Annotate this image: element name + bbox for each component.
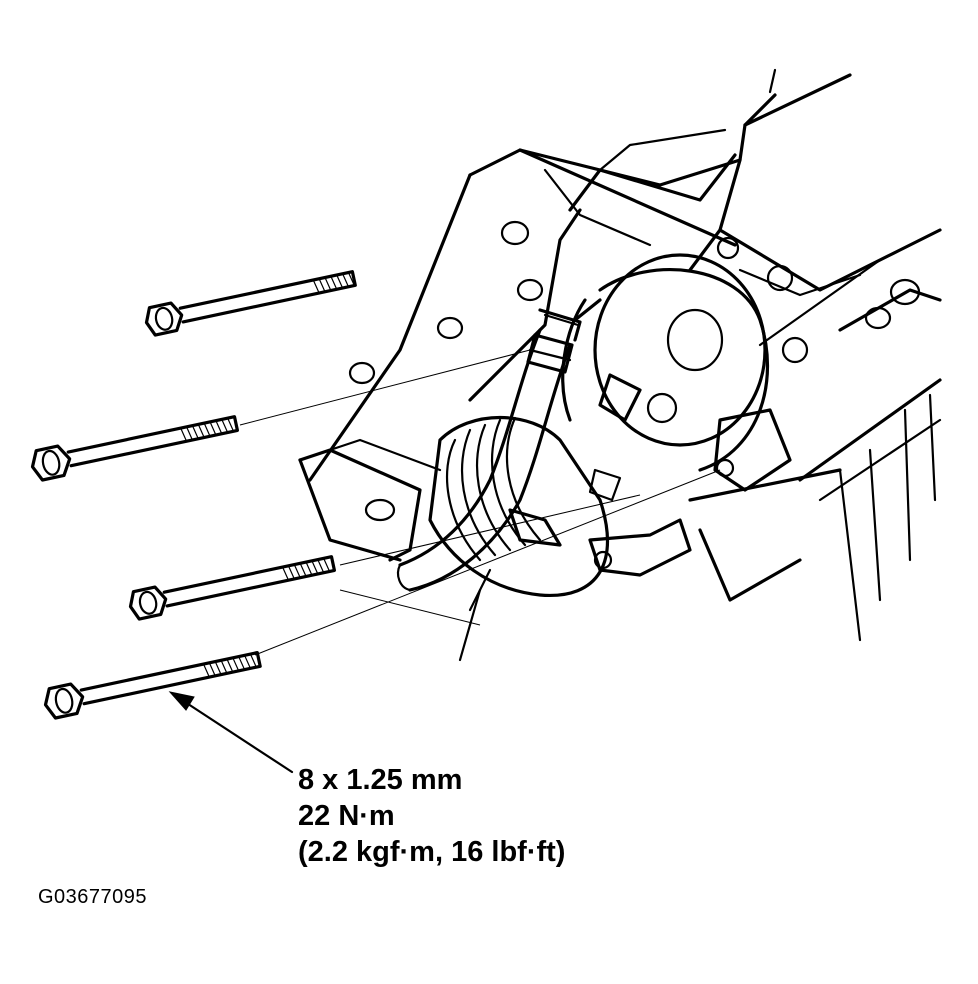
- torque-nm-label: 22 N·m: [298, 800, 395, 832]
- bolt-icon: [30, 415, 240, 482]
- figure-code: G03677095: [38, 886, 148, 908]
- bolt-icon: [144, 270, 357, 337]
- bolt-icon: [128, 555, 337, 621]
- leader-lines: [239, 349, 721, 656]
- torque-spec-callout: 8 x 1.25 mm 22 N·m (2.2 kgf·m, 16 lbf·ft…: [298, 762, 565, 870]
- bolt-size-label: 8 x 1.25 mm: [298, 764, 463, 796]
- engine-bracket-structure: [298, 68, 942, 642]
- torque-alt-label: (2.2 kgf·m, 16 lbf·ft): [298, 836, 566, 868]
- arrow-icon: [168, 691, 294, 774]
- ac-compressor-icon: [396, 253, 792, 662]
- bolt-icon: [43, 651, 262, 720]
